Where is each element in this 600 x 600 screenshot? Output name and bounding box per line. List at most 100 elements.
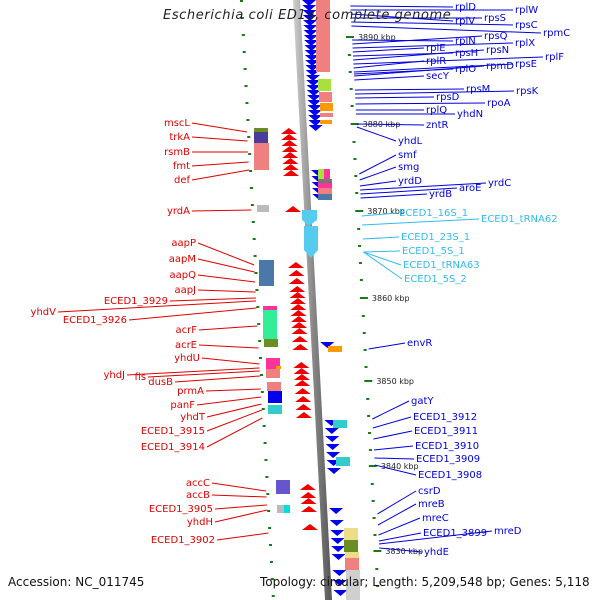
gene-label-ECED1_3899[interactable]: ECED1_3899 <box>423 528 487 539</box>
gene-label-rpsK[interactable]: rpsK <box>516 86 539 97</box>
leader-line <box>191 122 248 133</box>
gene-label-mscL[interactable]: mscL <box>164 118 190 129</box>
gene-label-rpsN[interactable]: rpsN <box>486 45 509 56</box>
gene-label-ECED1_23S_1[interactable]: ECED1_23S_1 <box>401 232 470 243</box>
gene-label-rpsQ[interactable]: rpsQ <box>484 31 508 42</box>
gene-label-yrdC[interactable]: yrdC <box>488 178 511 189</box>
leader-line <box>363 251 403 280</box>
gene-label-envR[interactable]: envR <box>407 338 432 349</box>
gene-label-rpsM[interactable]: rpsM <box>466 84 490 95</box>
gene-label-yhdJ[interactable]: yhdJ <box>103 370 125 381</box>
gene-label-aroE[interactable]: aroE <box>459 183 481 194</box>
leader-line <box>379 547 423 553</box>
gene-label-ECED1_3914[interactable]: ECED1_3914 <box>141 442 205 453</box>
gene-label-def[interactable]: def <box>174 175 191 186</box>
gene-label-rpsE[interactable]: rpsE <box>515 59 537 70</box>
gene-label-rplX[interactable]: rplX <box>515 38 535 49</box>
forward-gene-arrow <box>295 396 312 402</box>
gene-label-ECED1_3905[interactable]: ECED1_3905 <box>149 504 213 515</box>
gene-label-yhdV[interactable]: yhdV <box>31 307 57 318</box>
gene-label-rplN[interactable]: rplN <box>455 36 476 47</box>
gene-label-aapJ[interactable]: aapJ <box>174 285 196 296</box>
leader-line <box>363 251 402 266</box>
feature-block <box>316 0 330 72</box>
gene-label-accB[interactable]: accB <box>186 490 210 501</box>
minor-tick <box>350 105 354 107</box>
gene-label-mreC[interactable]: mreC <box>422 513 449 524</box>
gene-label-ECED1_3912[interactable]: ECED1_3912 <box>413 412 477 423</box>
gene-label-rpoA[interactable]: rpoA <box>487 98 511 109</box>
reverse-gene-arrow <box>326 468 341 474</box>
gene-label-yrdA[interactable]: yrdA <box>167 206 190 217</box>
gene-label-aapP[interactable]: aapP <box>171 238 196 249</box>
gene-label-csrD[interactable]: csrD <box>418 486 441 497</box>
gene-label-ECED1_3915[interactable]: ECED1_3915 <box>141 426 205 437</box>
gene-label-ECED1_3909[interactable]: ECED1_3909 <box>416 454 480 465</box>
gene-label-rplR[interactable]: rplR <box>426 56 446 67</box>
gene-label-rplF[interactable]: rplF <box>545 52 564 63</box>
gene-label-ECED1_3902[interactable]: ECED1_3902 <box>151 535 215 546</box>
gene-label-yhdE[interactable]: yhdE <box>424 547 449 558</box>
gene-label-rplO[interactable]: rplO <box>455 64 476 75</box>
gene-label-yhdT[interactable]: yhdT <box>180 412 206 423</box>
gene-label-rplD[interactable]: rplD <box>455 2 476 13</box>
major-tick <box>345 36 354 38</box>
gene-label-rpmC[interactable]: rpmC <box>543 28 570 39</box>
minor-tick <box>242 51 246 53</box>
gene-label-secY[interactable]: secY <box>426 71 450 82</box>
gene-label-ECED1_3929[interactable]: ECED1_3929 <box>104 296 168 307</box>
gene-label-rpsC[interactable]: rpsC <box>515 20 538 31</box>
feature-block <box>336 457 350 466</box>
gene-label-yrdB[interactable]: yrdB <box>429 189 452 200</box>
gene-label-ECED1_3910[interactable]: ECED1_3910 <box>415 441 479 452</box>
gene-label-acrE[interactable]: acrE <box>175 340 197 351</box>
gene-label-yhdU[interactable]: yhdU <box>174 353 200 364</box>
minor-tick <box>352 141 356 143</box>
gene-label-ECED1_5S_1[interactable]: ECED1_5S_1 <box>402 246 465 257</box>
gene-label-ECED1_3911[interactable]: ECED1_3911 <box>414 426 478 437</box>
gene-label-aapQ[interactable]: aapQ <box>170 270 197 281</box>
gene-label-ECED1_tRNA62[interactable]: ECED1_tRNA62 <box>481 214 558 225</box>
gene-label-ECED1_3908[interactable]: ECED1_3908 <box>418 470 482 481</box>
gene-label-ECED1_16S_1[interactable]: ECED1_16S_1 <box>399 208 468 219</box>
gene-label-rpsS[interactable]: rpsS <box>484 13 506 24</box>
leader-line <box>191 209 252 212</box>
gene-label-fis[interactable]: fis <box>134 372 146 383</box>
gene-label-rsmB[interactable]: rsmB <box>164 147 190 158</box>
feature-block <box>318 79 331 91</box>
gene-label-accC[interactable]: accC <box>186 478 210 489</box>
gene-label-ECED1_3926[interactable]: ECED1_3926 <box>63 315 127 326</box>
gene-label-aapM[interactable]: aapM <box>169 254 196 265</box>
gene-label-prmA[interactable]: prmA <box>177 386 204 397</box>
gene-label-acrF[interactable]: acrF <box>176 325 198 336</box>
gene-label-mreD[interactable]: mreD <box>494 526 522 537</box>
gene-label-dusB[interactable]: dusB <box>148 377 173 388</box>
gene-label-yrdD[interactable]: yrdD <box>398 176 422 187</box>
gene-label-mreB[interactable]: mreB <box>418 499 445 510</box>
gene-label-rpmD[interactable]: rpmD <box>486 61 514 72</box>
gene-label-zntR[interactable]: zntR <box>426 120 449 131</box>
gene-label-ECED1_tRNA63[interactable]: ECED1_tRNA63 <box>403 260 480 271</box>
gene-label-ECED1_5S_2[interactable]: ECED1_5S_2 <box>404 274 467 285</box>
gene-label-yhdL[interactable]: yhdL <box>398 136 423 147</box>
leader-line <box>352 35 483 45</box>
leader-line <box>373 445 414 451</box>
gene-label-yhdN[interactable]: yhdN <box>457 109 483 120</box>
gene-label-fmt[interactable]: fmt <box>173 161 190 172</box>
gene-label-rplQ[interactable]: rplQ <box>426 105 447 116</box>
gene-label-rplE[interactable]: rplE <box>426 43 446 54</box>
reverse-gene-arrow <box>302 5 317 11</box>
gene-label-smg[interactable]: smg <box>398 162 419 173</box>
gene-label-smf[interactable]: smf <box>398 150 417 161</box>
gene-label-panF[interactable]: panF <box>170 400 195 411</box>
gene-label-rpsD[interactable]: rpsD <box>436 92 460 103</box>
gene-label-rplV[interactable]: rplV <box>455 16 475 27</box>
gene-label-rpsH[interactable]: rpsH <box>455 48 478 59</box>
gene-label-trkA[interactable]: trkA <box>169 132 190 143</box>
reverse-gene-arrow <box>305 65 320 71</box>
forward-gene-arrow <box>290 304 307 310</box>
gene-label-yhdH[interactable]: yhdH <box>187 517 213 528</box>
gene-label-rplW[interactable]: rplW <box>515 5 538 16</box>
minor-tick <box>368 449 372 451</box>
gene-label-gatY[interactable]: gatY <box>411 396 434 407</box>
